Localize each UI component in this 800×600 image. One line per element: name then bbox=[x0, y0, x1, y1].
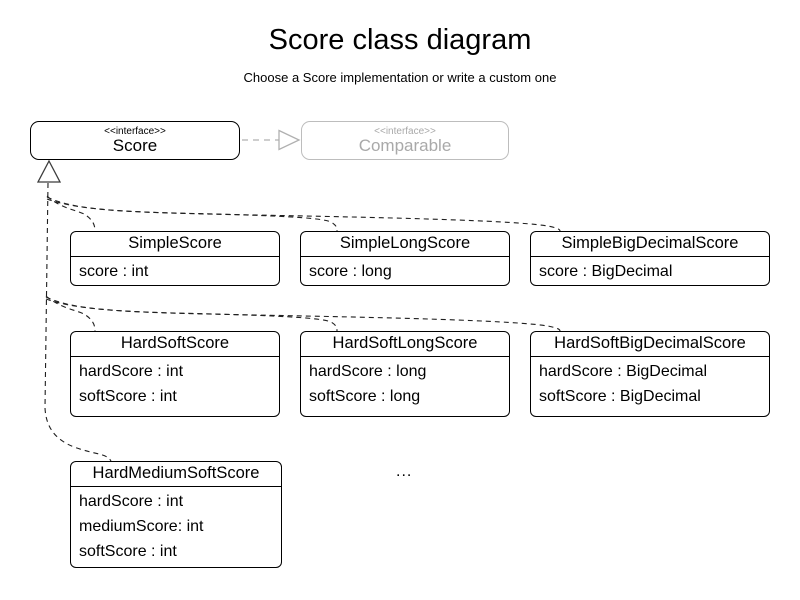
attributes-compartment: hardScore : long softScore : long bbox=[301, 356, 509, 416]
class-name: SimpleBigDecimalScore bbox=[561, 234, 739, 252]
attributes-compartment: score : BigDecimal bbox=[531, 256, 769, 285]
page-title: Score class diagram bbox=[268, 24, 532, 56]
attributes-compartment: hardScore : int softScore : int bbox=[71, 356, 279, 416]
class-name: HardSoftScore bbox=[120, 334, 230, 352]
class-box-simplescore: SimpleScore score : int bbox=[70, 231, 280, 286]
interface-box-score: <<interface>> Score bbox=[30, 121, 240, 160]
attribute-row: hardScore : long bbox=[309, 363, 427, 380]
inheritance-branch-hardmediumsoftscore bbox=[44, 407, 112, 462]
attribute-row: softScore : long bbox=[309, 388, 421, 405]
attribute-row: hardScore : BigDecimal bbox=[539, 363, 708, 380]
stereotype-label: <<interface>> bbox=[374, 126, 436, 137]
interface-name: Score bbox=[112, 136, 158, 155]
class-name: SimpleLongScore bbox=[339, 234, 471, 252]
class-name: HardMediumSoftScore bbox=[92, 464, 260, 482]
class-name: HardSoftLongScore bbox=[332, 334, 478, 352]
class-box-hardsoftscore: HardSoftScore hardScore : int softScore … bbox=[70, 331, 280, 417]
attribute-row: score : BigDecimal bbox=[539, 263, 673, 280]
page-subtitle: Choose a Score implementation or write a… bbox=[243, 70, 557, 85]
class-box-simplebigdecimalscore: SimpleBigDecimalScore score : BigDecimal bbox=[530, 231, 770, 286]
inheritance-branch-hardsoftbigdecimalscore bbox=[45, 298, 561, 332]
inheritance-branch-hardsoftscore bbox=[45, 295, 96, 332]
hollow-arrowhead-right-icon bbox=[278, 129, 301, 151]
attributes-compartment: hardScore : int mediumScore: int softSco… bbox=[71, 486, 281, 567]
hollow-arrowhead-up-icon bbox=[36, 159, 62, 183]
attribute-row: softScore : int bbox=[79, 388, 177, 405]
inheritance-branch-simplebigdecimalscore bbox=[46, 198, 561, 232]
class-box-simplelongscore: SimpleLongScore score : long bbox=[300, 231, 510, 286]
stereotype-label: <<interface>> bbox=[104, 126, 166, 137]
class-name: HardSoftBigDecimalScore bbox=[554, 334, 746, 352]
attributes-compartment: score : long bbox=[301, 256, 509, 285]
attributes-compartment: score : int bbox=[71, 256, 279, 285]
more-implementations-ellipsis: ... bbox=[396, 463, 413, 480]
attribute-row: softScore : BigDecimal bbox=[539, 388, 701, 405]
class-box-hardsoftlongscore: HardSoftLongScore hardScore : long softS… bbox=[300, 331, 510, 417]
inheritance-trunk-line bbox=[44, 182, 49, 409]
class-box-hardsoftbigdecimalscore: HardSoftBigDecimalScore hardScore : BigD… bbox=[530, 331, 770, 417]
interface-box-comparable: <<interface>> Comparable bbox=[301, 121, 509, 160]
class-name: SimpleScore bbox=[128, 234, 222, 252]
attribute-row: hardScore : int bbox=[79, 493, 184, 510]
attributes-compartment: hardScore : BigDecimal softScore : BigDe… bbox=[531, 356, 769, 416]
attribute-row: mediumScore: int bbox=[79, 518, 204, 535]
attribute-row: softScore : int bbox=[79, 543, 177, 560]
attribute-row: score : long bbox=[309, 263, 392, 280]
inheritance-branch-simplescore bbox=[46, 195, 96, 232]
interface-name: Comparable bbox=[358, 136, 452, 155]
attribute-row: score : int bbox=[79, 263, 149, 280]
attribute-row: hardScore : int bbox=[79, 363, 184, 380]
class-box-hardmediumsoftscore: HardMediumSoftScore hardScore : int medi… bbox=[70, 461, 282, 568]
